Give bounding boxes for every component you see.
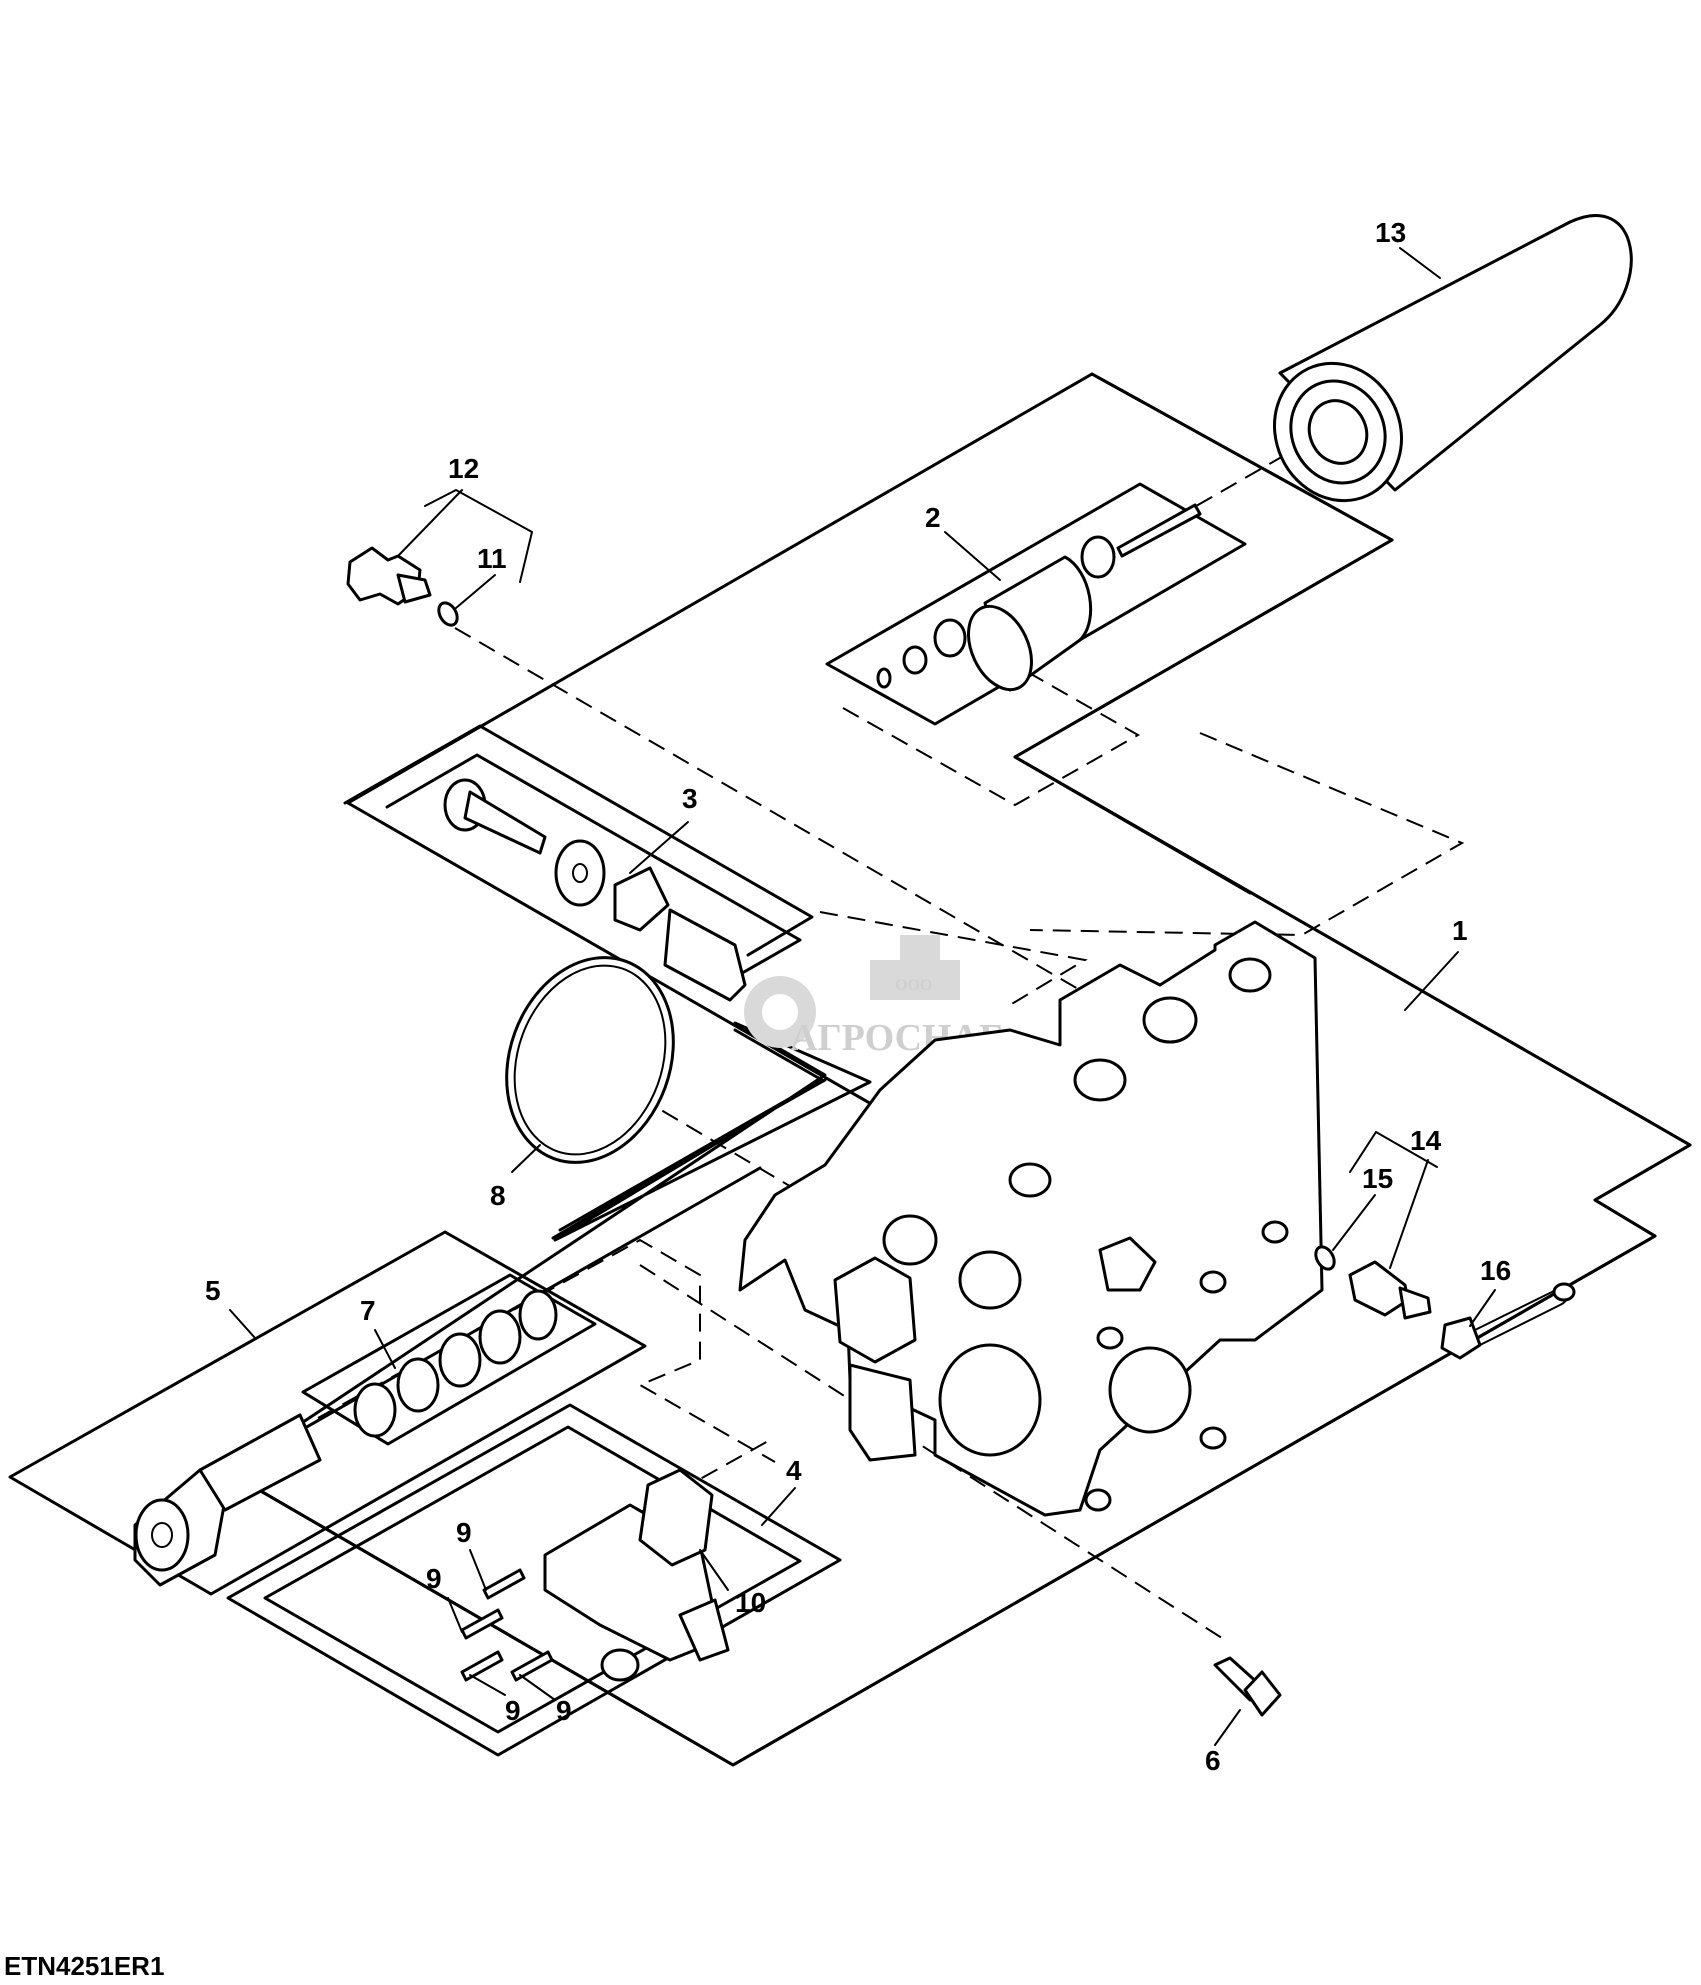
part-2-assembly bbox=[876, 503, 1202, 692]
alignment-line-5 bbox=[317, 1238, 776, 1463]
part-15-seal-ring bbox=[1314, 1245, 1336, 1271]
part-10-gasket bbox=[638, 1468, 714, 1567]
part-6-bolt bbox=[1213, 1656, 1282, 1717]
alignment-line-11 bbox=[454, 627, 1081, 991]
leader-4 bbox=[761, 1487, 796, 1526]
leader-10 bbox=[699, 1549, 729, 1591]
leader-12 bbox=[397, 489, 463, 557]
callout-1: 1 bbox=[1452, 915, 1468, 946]
callout-9a: 9 bbox=[456, 1517, 472, 1548]
callout-9c: 9 bbox=[505, 1695, 521, 1726]
leader-16 bbox=[1469, 1289, 1496, 1327]
leader-8 bbox=[511, 1144, 541, 1173]
kit-box-4-inner bbox=[263, 1425, 802, 1734]
part-13-filter bbox=[1272, 214, 1633, 503]
callout-6: 6 bbox=[1205, 1745, 1221, 1776]
callout-16: 16 bbox=[1480, 1255, 1511, 1286]
callout-12: 12 bbox=[448, 453, 479, 484]
leader-7 bbox=[374, 1329, 396, 1369]
leader-1 bbox=[1404, 951, 1459, 1011]
alignment-line-2 bbox=[842, 661, 1141, 807]
leader-2 bbox=[944, 531, 1001, 581]
callout-7: 7 bbox=[360, 1295, 376, 1326]
part-3-assembly bbox=[443, 778, 747, 1002]
callout-9b: 9 bbox=[426, 1563, 442, 1594]
kit-box-2 bbox=[825, 482, 1247, 726]
alignment-line-3 bbox=[819, 911, 1088, 1006]
leader-11 bbox=[455, 574, 496, 609]
part-12-fitting bbox=[346, 546, 432, 606]
leader-6 bbox=[1214, 1709, 1241, 1746]
part-16-dust-cap bbox=[1440, 1282, 1576, 1360]
alignment-box-dashed bbox=[1029, 732, 1465, 937]
kit-box-3-inner bbox=[385, 753, 802, 982]
leader-15 bbox=[1332, 1194, 1376, 1251]
leader-9d bbox=[519, 1674, 556, 1701]
callout-10: 10 bbox=[735, 1587, 766, 1618]
kit-box-3-outer bbox=[343, 724, 814, 957]
leader-3 bbox=[629, 821, 689, 874]
part-7-o-rings bbox=[353, 1289, 558, 1438]
callout-15: 15 bbox=[1362, 1163, 1393, 1194]
watermark-small-text: ООО bbox=[895, 977, 932, 994]
callout-9d: 9 bbox=[556, 1695, 572, 1726]
part-8-o-ring-inner bbox=[513, 964, 667, 1156]
kit-box-12 bbox=[424, 489, 533, 583]
part-9-screws bbox=[460, 1568, 554, 1682]
callout-11: 11 bbox=[477, 543, 507, 574]
callout-5: 5 bbox=[205, 1275, 221, 1306]
kit-box-4-outer bbox=[226, 1403, 842, 1757]
callout-14: 14 bbox=[1410, 1125, 1442, 1156]
callout-8: 8 bbox=[490, 1180, 506, 1211]
part-14-fitting bbox=[1348, 1260, 1432, 1320]
leader-9c bbox=[469, 1674, 506, 1696]
leader-9a bbox=[469, 1549, 487, 1591]
leader-14 bbox=[1389, 1159, 1429, 1269]
callout-4: 4 bbox=[786, 1455, 802, 1486]
leader-13 bbox=[1399, 247, 1441, 279]
part-8-o-ring bbox=[505, 956, 675, 1164]
part-11-snap-ring bbox=[437, 601, 459, 627]
kit-box-14 bbox=[1349, 1131, 1438, 1173]
figure-id: ETN4251ER1 bbox=[4, 1951, 164, 1981]
callout-3: 3 bbox=[682, 783, 698, 814]
alignment-line-6 bbox=[639, 1264, 1226, 1641]
part-5-cartridge-valve bbox=[133, 1413, 322, 1587]
part-1-valve-housing bbox=[738, 920, 1324, 1517]
leader-9b bbox=[447, 1597, 463, 1633]
leader-5 bbox=[229, 1309, 256, 1339]
callout-2: 2 bbox=[925, 502, 941, 533]
callout-13: 13 bbox=[1375, 217, 1406, 248]
